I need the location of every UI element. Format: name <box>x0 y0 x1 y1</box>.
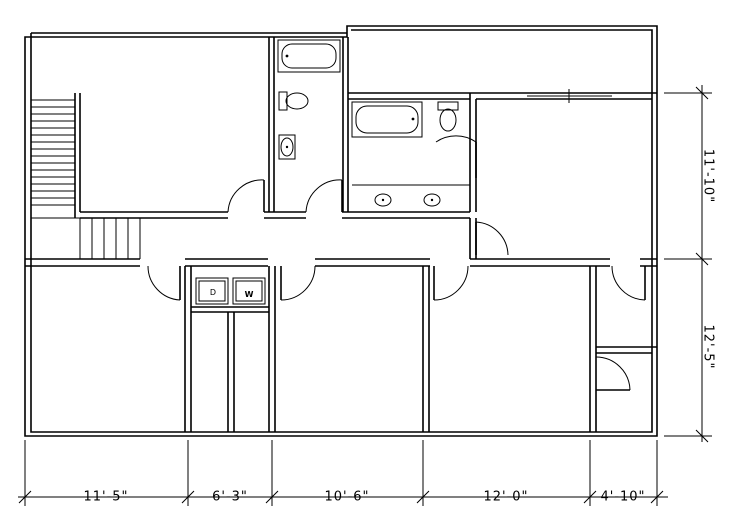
staircase <box>31 99 141 259</box>
sink <box>278 134 296 160</box>
bottom-dimension-line: 11'-5" 6'-3" 10'-6" 12'-0" 4'-10" <box>18 440 668 506</box>
right-dimension-line: 11'-10" 12'-5" <box>664 85 716 443</box>
bathtub <box>277 39 341 73</box>
dimension-label: 11'-5" <box>83 490 128 505</box>
dimension-label: 11'-10" <box>701 149 716 203</box>
toilet <box>278 91 309 111</box>
dimension-label: 10'-6" <box>324 490 369 505</box>
bathtub <box>351 101 423 138</box>
dimension-label: 12'-0" <box>483 490 528 505</box>
dimension-label: 6'-3" <box>212 490 248 505</box>
dimension-label: 12'-5" <box>701 324 716 369</box>
vanity-double-sink <box>352 184 470 207</box>
window <box>527 89 612 103</box>
dryer: D <box>195 277 229 305</box>
dimension-label: 4'-10" <box>600 490 645 505</box>
dryer-label: D <box>210 288 216 297</box>
doors <box>147 135 646 391</box>
washer-label: W <box>245 290 254 299</box>
washer: W <box>232 277 266 305</box>
exterior-walls <box>24 25 658 437</box>
toilet <box>437 101 459 132</box>
